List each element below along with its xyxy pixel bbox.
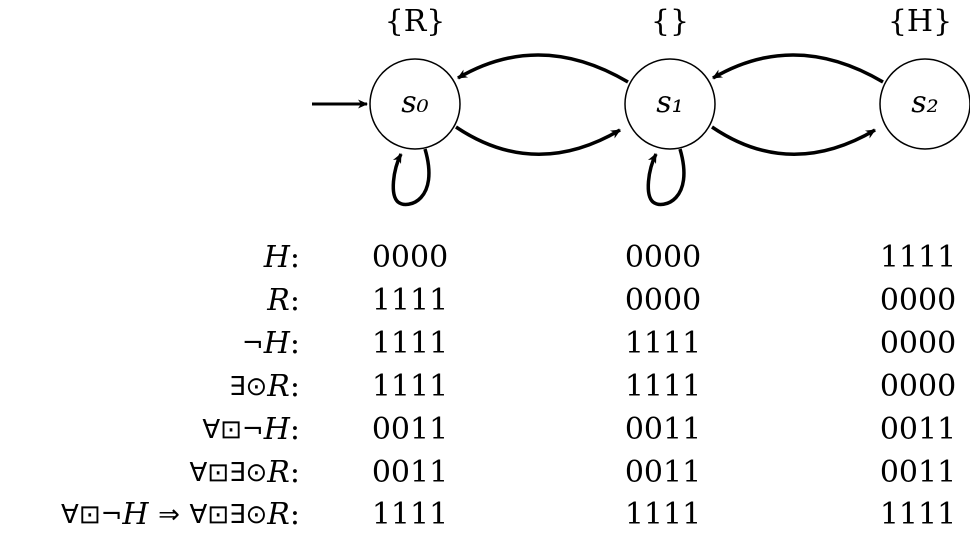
value-s2: 0000	[879, 283, 957, 318]
value-s0: 1111	[371, 283, 449, 318]
value-s0: 1111	[371, 497, 449, 532]
row-label-forall-always-not-h: ∀⊡¬H:	[202, 412, 300, 447]
value-s2: 0011	[879, 412, 957, 447]
row-label-r: R:	[267, 283, 300, 318]
label-set-s0: {R}	[384, 4, 446, 39]
row-label-implication: ∀⊡¬H ⇒ ∀⊡∃⊙R:	[61, 497, 300, 532]
row-label-not-h: ¬H:	[241, 326, 300, 361]
state-s1: s₁	[624, 58, 716, 150]
table-row: H: 0000 0000 1111	[0, 237, 970, 279]
value-s2: 1111	[879, 240, 957, 275]
label-set-s1: {}	[650, 4, 690, 39]
row-label-h: H:	[263, 240, 300, 275]
value-s0: 0000	[371, 240, 449, 275]
label-set-s2: {H}	[887, 4, 953, 39]
value-s1: 0011	[624, 455, 702, 490]
state-s0: s₀	[369, 58, 461, 150]
table-row: ∀⊡∃⊙R: 0011 0011 0011	[0, 452, 970, 494]
table-row: R: 1111 0000 0000	[0, 280, 970, 322]
row-label-forall-always-exists-next-r: ∀⊡∃⊙R:	[189, 455, 300, 490]
value-s1: 1111	[624, 497, 702, 532]
value-s1: 0000	[624, 240, 702, 275]
transition-s0-to-s1	[455, 125, 621, 156]
self-loop-s1	[646, 148, 686, 207]
transition-s2-to-s1	[712, 53, 884, 84]
table-row: ∀⊡¬H: 0011 0011 0011	[0, 409, 970, 451]
value-s0: 1111	[371, 369, 449, 404]
value-s2: 0000	[879, 326, 957, 361]
state-s0-label: s₀	[401, 85, 428, 120]
value-s1: 0011	[624, 412, 702, 447]
state-s2: s₂	[879, 58, 970, 150]
state-s1-label: s₁	[656, 85, 683, 120]
transition-s1-to-s0	[457, 53, 629, 84]
value-s2: 1111	[879, 497, 957, 532]
state-s2-label: s₂	[911, 85, 938, 120]
table-row: ∀⊡¬H ⇒ ∀⊡∃⊙R: 1111 1111 1111	[0, 494, 970, 536]
value-s0: 1111	[371, 326, 449, 361]
table-row: ∃⊙R: 1111 1111 0000	[0, 366, 970, 408]
value-s0: 0011	[371, 412, 449, 447]
value-s0: 0011	[371, 455, 449, 490]
value-s1: 1111	[624, 326, 702, 361]
transition-s1-to-s2	[711, 125, 876, 156]
value-s1: 0000	[624, 283, 702, 318]
table-row: ¬H: 1111 1111 0000	[0, 323, 970, 365]
value-s2: 0011	[879, 455, 957, 490]
row-label-exists-next-r: ∃⊙R:	[229, 369, 300, 404]
value-s2: 0000	[879, 369, 957, 404]
value-s1: 1111	[624, 369, 702, 404]
self-loop-s0	[391, 148, 431, 207]
